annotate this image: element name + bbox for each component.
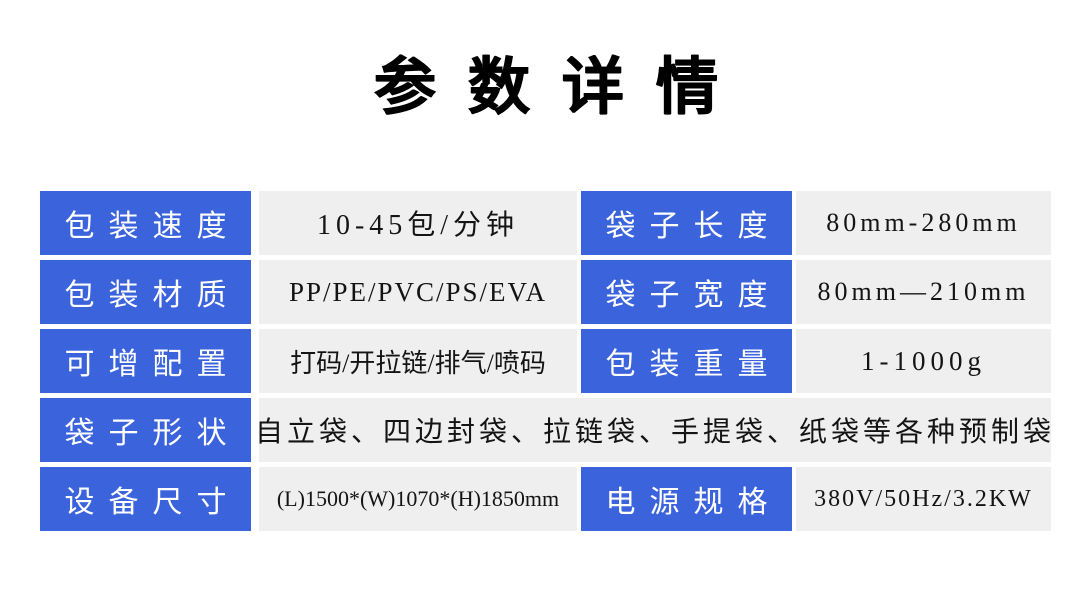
spec-label-optional-config: 可增配置 xyxy=(40,329,251,393)
spec-row: 包装速度 10-45包/分钟 袋子长度 80mm-280mm xyxy=(40,191,1051,255)
spec-table: 包装速度 10-45包/分钟 袋子长度 80mm-280mm 包装材质 PP/P… xyxy=(40,191,1051,536)
spec-row: 包装材质 PP/PE/PVC/PS/EVA 袋子宽度 80mm—210mm xyxy=(40,260,1051,324)
spec-row: 设备尺寸 (L)1500*(W)1070*(H)1850mm 电源规格 380V… xyxy=(40,467,1051,531)
spec-value-bag-width: 80mm—210mm xyxy=(796,260,1051,324)
spec-label-packing-weight: 包装重量 xyxy=(581,329,792,393)
spec-label-machine-size: 设备尺寸 xyxy=(40,467,251,531)
spec-value-bag-shape: 自立袋、四边封袋、拉链袋、手提袋、纸袋等各种预制袋 xyxy=(255,398,1051,462)
spec-value-packing-material: PP/PE/PVC/PS/EVA xyxy=(259,260,577,324)
spec-value-power-spec: 380V/50Hz/3.2KW xyxy=(796,467,1051,531)
spec-label-bag-shape: 袋子形状 xyxy=(40,398,251,462)
spec-label-power-spec: 电源规格 xyxy=(581,467,792,531)
spec-value-packing-speed: 10-45包/分钟 xyxy=(259,191,577,255)
spec-label-bag-width: 袋子宽度 xyxy=(581,260,792,324)
spec-value-packing-weight: 1-1000g xyxy=(796,329,1051,393)
page-title: 参数详情 xyxy=(373,50,750,123)
spec-label-bag-length: 袋子长度 xyxy=(581,191,792,255)
spec-value-machine-size: (L)1500*(W)1070*(H)1850mm xyxy=(259,467,577,531)
spec-row: 可增配置 打码/开拉链/排气/喷码 包装重量 1-1000g xyxy=(40,329,1051,393)
spec-row: 袋子形状 自立袋、四边封袋、拉链袋、手提袋、纸袋等各种预制袋 xyxy=(40,398,1051,462)
spec-value-optional-config: 打码/开拉链/排气/喷码 xyxy=(259,329,577,393)
spec-value-bag-length: 80mm-280mm xyxy=(796,191,1051,255)
spec-label-packing-material: 包装材质 xyxy=(40,260,251,324)
spec-label-packing-speed: 包装速度 xyxy=(40,191,251,255)
